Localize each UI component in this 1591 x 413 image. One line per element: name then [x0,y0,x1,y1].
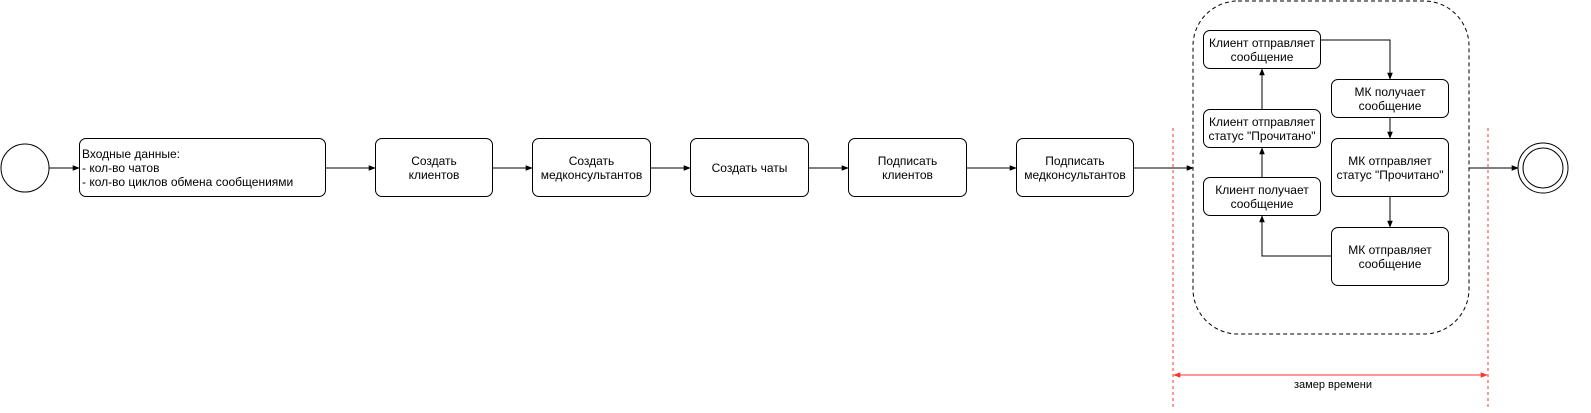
client-sends-message-box: Клиент отправляет сообщение [1203,30,1321,69]
mk-sends-status-box: МК отправляет статус "Прочитано" [1331,138,1449,197]
create-clients-box: Создать клиентов [375,138,493,197]
measurement-label: замер времени [1294,379,1372,391]
client-receives-message-box: Клиент получает сообщение [1203,177,1321,216]
mk-receives-message-box: МК получает сообщение [1331,79,1449,118]
subscribe-clients-box: Подписать клиентов [848,138,967,197]
client-sends-status-box: Клиент отправляет статус "Прочитано" [1203,109,1321,148]
create-chats-box: Создать чаты [690,138,809,197]
loop-arrow [1259,215,1331,257]
end-event-icon [1517,142,1569,194]
loop-arrow [1321,39,1393,80]
subscribe-consultants-box: Подписать медконсультантов [1016,138,1134,197]
create-consultants-box: Создать медконсультантов [532,138,651,197]
input-data-box: Входные данные: - кол-во чатов - кол-во … [79,138,326,197]
mk-sends-message-box: МК отправляет сообщение [1331,227,1449,286]
start-event-icon [0,143,50,193]
